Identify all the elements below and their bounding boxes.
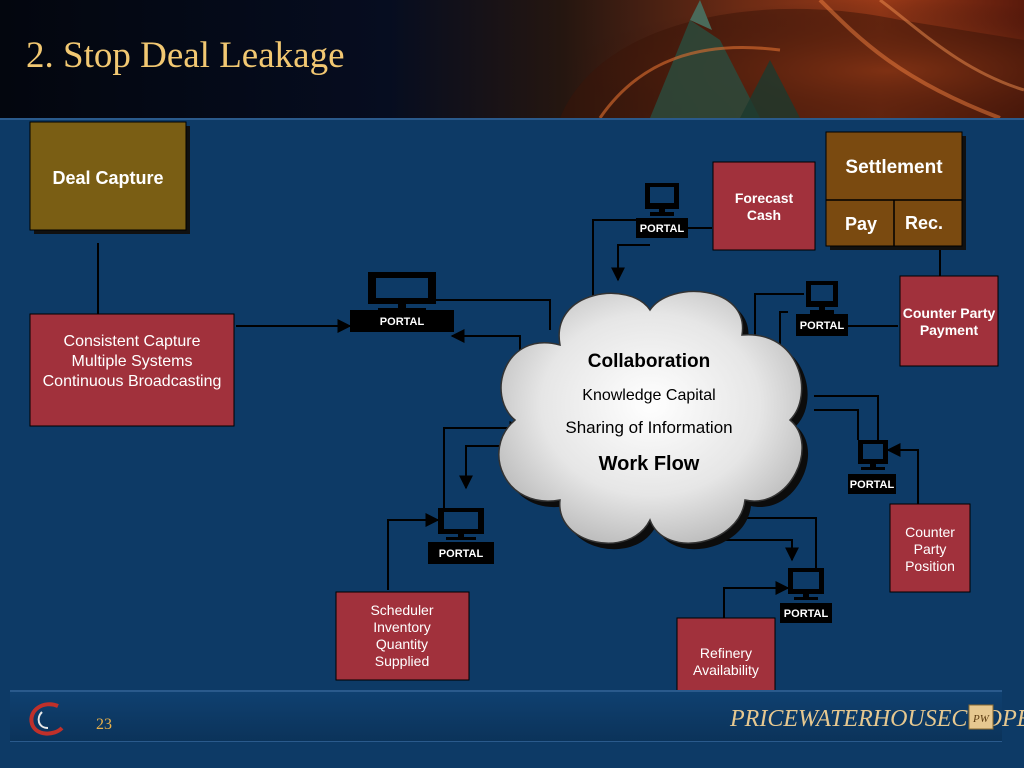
header-photo-art <box>480 0 1024 118</box>
forecast-cash-box <box>712 161 816 251</box>
portal-label: PORTAL <box>850 479 895 491</box>
consistent-capture-line: Consistent Capture <box>64 333 201 350</box>
settlement-pay: Pay <box>845 214 877 234</box>
cloud-collaboration: Collaboration <box>588 351 710 372</box>
slide-footer: 23 PRICEWATERHOUSECOOPERS PW <box>10 690 1024 742</box>
counter-party-payment-line: Counter Party <box>903 305 996 321</box>
portal-label: PORTAL <box>380 316 425 328</box>
settlement-title: Settlement <box>845 157 943 178</box>
counter-party-position-box <box>889 503 971 593</box>
computer-monitor-icon <box>806 281 838 314</box>
pwc-mark-icon: PW <box>968 704 994 730</box>
settlement-rec: Rec. <box>905 213 943 233</box>
portal-bottom-right[interactable] <box>780 568 832 623</box>
computer-monitor-icon <box>368 272 436 312</box>
page-number: 23 <box>96 716 112 733</box>
consistent-capture-line: Continuous Broadcasting <box>43 373 222 390</box>
counter-party-position-line: Party <box>914 541 947 557</box>
scheduler-box <box>335 591 470 681</box>
refinery-line: Availability <box>693 662 759 678</box>
scheduler-line: Inventory <box>373 619 431 635</box>
counter-party-payment-line: Payment <box>920 322 979 338</box>
workflow-diagram: PORTAL PORTAL PORTAL PORTAL PORTAL PORTA… <box>29 121 999 690</box>
scheduler-line: Supplied <box>375 653 430 669</box>
counter-party-position-line: Counter <box>905 524 955 540</box>
portal-right-upper[interactable] <box>796 281 848 336</box>
counter-party-position-line: Position <box>905 558 955 574</box>
portal-label: PORTAL <box>800 320 845 332</box>
scheduler-line: Scheduler <box>370 602 433 618</box>
computer-monitor-icon <box>858 440 888 470</box>
slide-title: 2. Stop Deal Leakage <box>26 35 345 76</box>
counter-party-payment-box <box>899 275 999 367</box>
portal-bottom-left[interactable] <box>428 508 494 564</box>
portal-label: PORTAL <box>640 223 685 235</box>
portal-center-left[interactable] <box>350 272 454 332</box>
header-divider <box>0 118 1024 120</box>
portal-label: PORTAL <box>784 608 829 620</box>
forecast-cash-line: Forecast <box>735 190 794 206</box>
scheduler-line: Quantity <box>376 636 428 652</box>
portal-top[interactable] <box>636 183 688 238</box>
portal-label: PORTAL <box>439 548 484 560</box>
refinery-availability-box <box>676 617 776 690</box>
deal-capture-box <box>29 121 187 231</box>
c-logo-icon <box>29 702 64 736</box>
consistent-capture-box <box>29 313 235 427</box>
computer-monitor-icon <box>438 508 484 540</box>
computer-monitor-icon <box>645 183 679 216</box>
portal-right-lower[interactable] <box>848 440 896 494</box>
consistent-capture-line: Multiple Systems <box>72 353 193 370</box>
deal-capture-label: Deal Capture <box>52 168 163 188</box>
cloud-work-flow: Work Flow <box>599 453 700 475</box>
forecast-cash-line: Cash <box>747 207 781 223</box>
cloud-knowledge-capital: Knowledge Capital <box>582 387 715 404</box>
computer-monitor-icon <box>788 568 824 600</box>
cloud-sharing-information: Sharing of Information <box>565 418 732 437</box>
refinery-line: Refinery <box>700 645 752 661</box>
connector-lines <box>97 219 941 618</box>
collaboration-cloud <box>498 290 809 550</box>
slide-header: 2. Stop Deal Leakage <box>0 0 1024 118</box>
svg-text:PW: PW <box>972 713 990 725</box>
